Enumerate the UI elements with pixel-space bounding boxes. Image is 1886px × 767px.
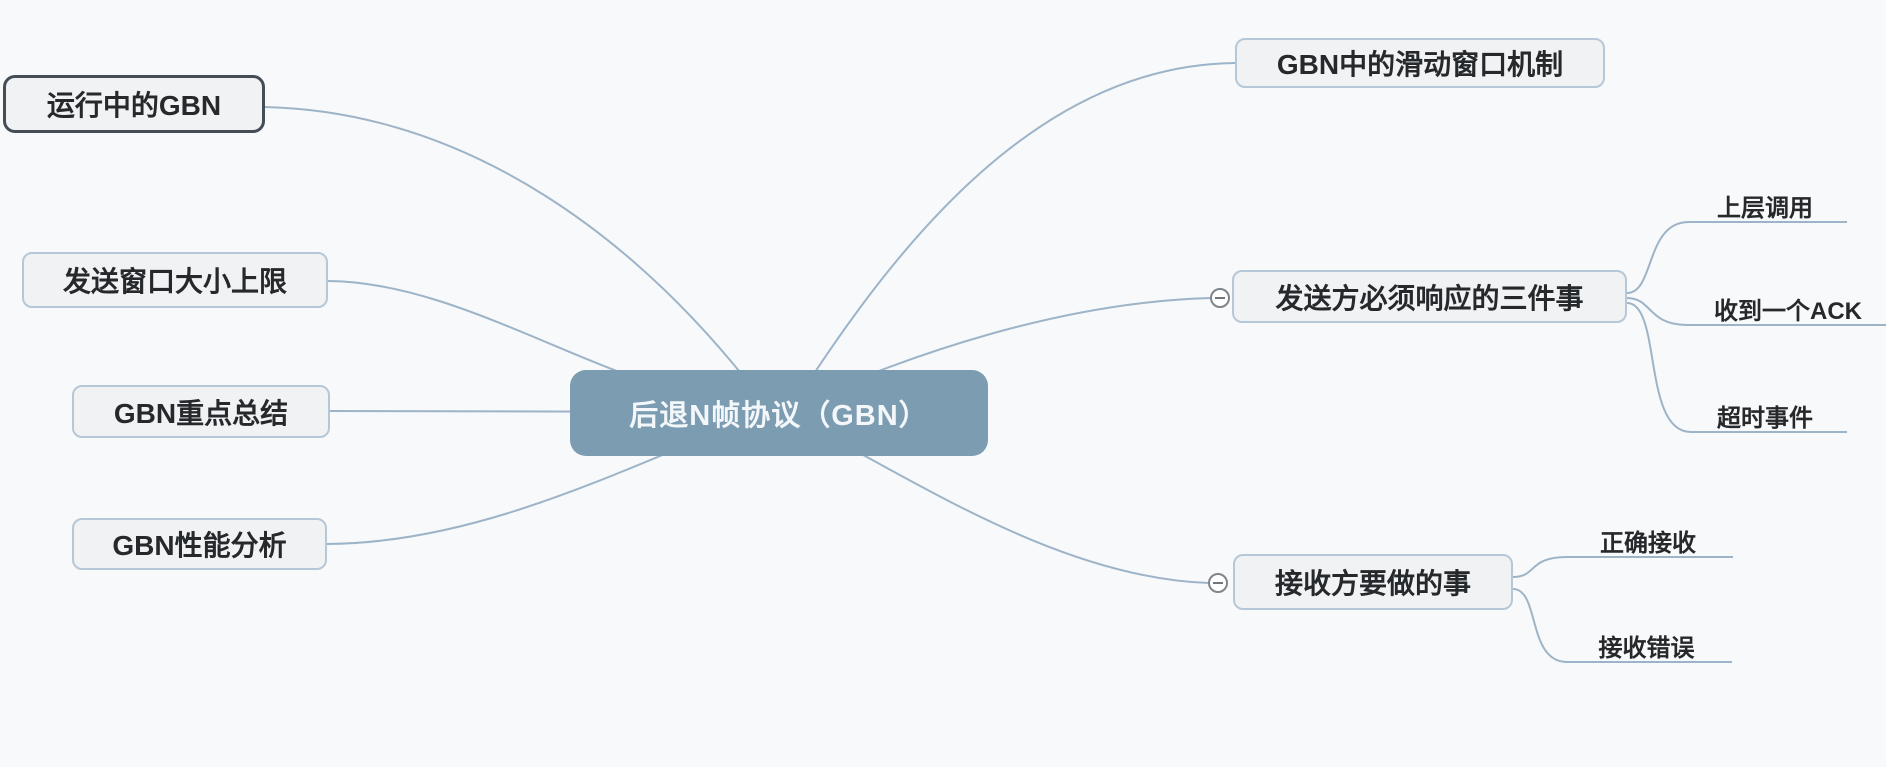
- edge-receive-ack: [1626, 297, 1886, 326]
- edge-timeout-event: [1626, 302, 1847, 433]
- edge-upper-layer-call: [1626, 221, 1847, 294]
- edge-correct-receive: [1512, 556, 1733, 578]
- edge-running-gbn: [264, 106, 763, 401]
- topic-gbn-summary[interactable]: GBN重点总结: [72, 385, 330, 438]
- collapse-icon-receiver[interactable]: [1208, 573, 1228, 593]
- topic-gbn-performance[interactable]: GBN性能分析: [72, 518, 327, 570]
- edge-sliding-window: [799, 62, 1236, 396]
- collapse-icon-sender[interactable]: [1210, 288, 1230, 308]
- topic-sender-three-events[interactable]: 发送方必须响应的三件事: [1232, 270, 1627, 323]
- leaf-timeout-event[interactable]: 超时事件: [1717, 405, 1813, 432]
- topic-send-window-limit[interactable]: 发送窗口大小上限: [22, 252, 328, 308]
- topic-receiver-tasks[interactable]: 接收方要做的事: [1233, 554, 1513, 610]
- topic-running-gbn[interactable]: 运行中的GBN: [3, 75, 265, 133]
- leaf-receive-error[interactable]: 接收错误: [1598, 635, 1695, 662]
- leaf-receive-ack[interactable]: 收到一个ACK: [1714, 298, 1862, 325]
- topic-sliding-window[interactable]: GBN中的滑动窗口机制: [1235, 38, 1605, 88]
- leaf-correct-receive[interactable]: 正确接收: [1600, 530, 1696, 557]
- edge-receive-error: [1512, 588, 1732, 663]
- root-topic[interactable]: 后退N帧协议（GBN）: [570, 370, 988, 456]
- leaf-upper-layer-call[interactable]: 上层调用: [1717, 195, 1813, 222]
- minus-glyph: [1213, 582, 1223, 584]
- minus-glyph: [1215, 297, 1225, 299]
